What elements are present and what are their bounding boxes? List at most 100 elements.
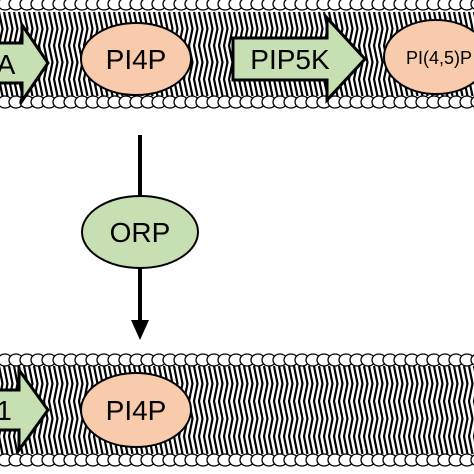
bottom-membrane-tail [452,365,459,455]
bottom-membrane-tail [332,365,339,455]
orp-node: ORP [81,195,199,269]
bottom-membrane-tail [327,365,334,455]
top-pi4p-node: PI4P [80,22,192,96]
top-membrane-tail [52,11,59,97]
bottom-membrane-tail [267,365,274,455]
bottom-membrane-tail [367,365,374,455]
bottom-membrane-tail [57,365,64,455]
pip5k-label: PIP5K [250,44,330,75]
bottom-membrane-tail [407,365,414,455]
bottom-membrane-tail [242,365,249,455]
top-membrane-tail [47,11,54,97]
top-membrane-upper-heads [0,0,474,11]
bottom-membrane-tail [202,365,209,455]
bottom-membrane-tail [337,365,344,455]
bottom-membrane-tail [377,365,384,455]
top-left-arrow-label: A [0,49,16,80]
bottom-membrane-tail [432,365,439,455]
bottom-left-arrow-shape [0,365,50,455]
bottom-membrane-tail [232,365,239,455]
bottom-membrane-tail [397,365,404,455]
top-membrane-tail [67,11,74,97]
bottom-membrane-upper-heads [0,353,474,367]
bottom-membrane-tail [47,365,54,455]
pip2-node: PI(4,5)P [383,19,474,95]
bottom-membrane-tail [422,365,429,455]
bottom-membrane-tail [67,365,74,455]
top-membrane-head [459,95,474,109]
bottom-membrane-tail [212,365,219,455]
bottom-membrane-tail [207,365,214,455]
bottom-membrane-tail [352,365,359,455]
top-membrane-tail [207,11,214,97]
bottom-membrane-tail [402,365,409,455]
bottom-membrane-tail [347,365,354,455]
bottom-membrane-tail [52,365,59,455]
bottom-membrane-tail [372,365,379,455]
top-membrane-tail [372,11,379,97]
orp-ellipse [81,195,199,269]
bottom-membrane-head [459,453,474,467]
bottom-membrane-tail [437,365,444,455]
bottom-left-arrow-label: 1 [0,395,12,426]
bottom-membrane-tail [462,365,469,455]
bottom-pi4p-ellipse [80,372,192,448]
bottom-membrane-tail [457,365,464,455]
top-membrane-tail [192,11,199,97]
top-membrane-tail [197,11,204,97]
pip5k-arrow-shape [231,14,368,104]
bottom-pi4p-label: PI4P [106,395,167,426]
bottom-membrane-tail [222,365,229,455]
bottom-membrane-lower-heads [0,453,474,467]
bottom-membrane-tail [342,365,349,455]
bottom-membrane-tail [217,365,224,455]
top-membrane-tail [367,11,374,97]
bottom-membrane-tail [257,365,264,455]
bottom-membrane-tail [382,365,389,455]
top-membrane-head [470,0,474,10]
top-membrane-lower-heads [0,95,474,109]
bottom-membrane-tail [62,365,69,455]
bottom-membrane-tail [287,365,294,455]
bottom-membrane-tail [272,365,279,455]
bottom-membrane-head [470,454,474,466]
bottom-membrane-tail [307,365,314,455]
bottom-pi4p-node: PI4P [80,372,192,448]
bottom-membrane-tail [412,365,419,455]
bottom-membrane-tail [197,365,204,455]
bottom-membrane-tail [72,365,79,455]
top-membrane-head [459,0,474,11]
pip5k-arrow: PIP5K [231,14,368,104]
top-membrane-tail [72,11,79,97]
pip2-label: PI(4,5)P [406,48,472,68]
top-membrane-tail [222,11,229,97]
top-membrane-tail [57,11,64,97]
bottom-membrane-tail [392,365,399,455]
top-membrane-head [470,96,474,108]
top-membrane-tail [212,11,219,97]
bottom-membrane-tail [362,365,369,455]
bottom-membrane-tail [277,365,284,455]
bottom-membrane-tail [467,365,474,455]
bottom-membrane-tail [227,365,234,455]
top-membrane-tail [362,11,369,97]
bottom-membrane-tail [322,365,329,455]
transfer-arrow [131,135,149,340]
bottom-membrane-tail [312,365,319,455]
bottom-membrane-tail [262,365,269,455]
bottom-membrane-tails [0,365,474,455]
top-pi4p-label: PI4P [106,44,167,75]
top-membrane-tail [377,11,384,97]
bottom-membrane-tail [357,365,364,455]
bottom-membrane-tail [297,365,304,455]
transfer-arrow-head [131,320,149,340]
top-membrane-tail [62,11,69,97]
bottom-membrane-head [470,354,474,366]
bottom-membrane-tail [317,365,324,455]
top-membrane-tail [202,11,209,97]
bottom-membrane-tail [442,365,449,455]
top-membrane-tail [42,11,49,97]
top-pi4p-ellipse [80,22,192,96]
